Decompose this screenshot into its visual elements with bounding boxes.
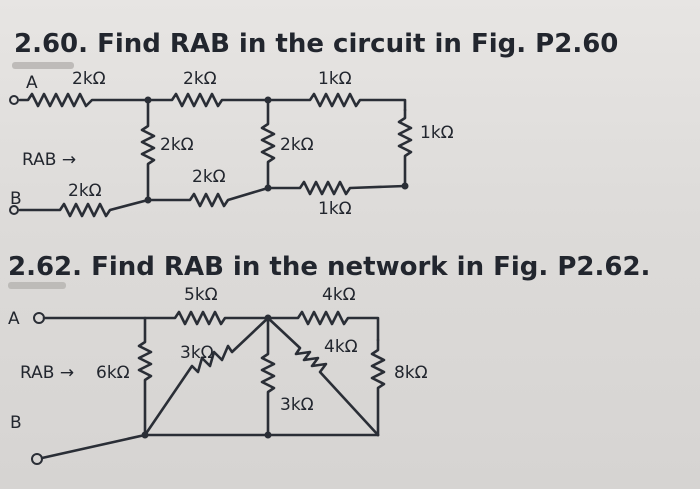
resistor-bot-mid	[146, 186, 270, 208]
label-shunt-1: 2kΩ	[160, 135, 194, 155]
resistor-top-5k	[42, 310, 270, 326]
node-dot	[264, 96, 272, 104]
label-shunt-3: 1kΩ	[420, 123, 454, 143]
node-label-a: A	[8, 309, 20, 329]
label-top-mid: 2kΩ	[183, 69, 217, 89]
terminal-a	[33, 312, 45, 324]
terminal-b	[9, 205, 19, 215]
label-4k-diag: 4kΩ	[324, 337, 358, 357]
resistor-shunt-8k	[370, 338, 386, 437]
resistor-bot-right	[266, 180, 407, 196]
circuit-2-62	[31, 310, 386, 465]
resistor-top-right	[266, 92, 407, 112]
resistor-top-4k	[266, 310, 380, 342]
label-6k: 6kΩ	[96, 363, 130, 383]
resistor-shunt-6k	[137, 316, 153, 437]
label-3k-diag: 3kΩ	[180, 343, 214, 363]
label-bot-right: 1kΩ	[318, 199, 352, 219]
resistor-top-left	[18, 92, 150, 108]
label-5k: 5kΩ	[184, 285, 218, 305]
terminal-b	[31, 453, 43, 465]
label-bot-mid: 2kΩ	[192, 167, 226, 187]
label-4k-top: 4kΩ	[322, 285, 356, 305]
terminal-a	[9, 95, 19, 105]
circuit-2-60	[9, 92, 413, 218]
resistor-diag-3k	[143, 316, 270, 437]
label-top-left: 2kΩ	[72, 69, 106, 89]
label-8k: 8kΩ	[394, 363, 428, 383]
resistor-shunt-1	[140, 98, 156, 202]
label-shunt-2: 2kΩ	[280, 135, 314, 155]
node-dot	[264, 314, 272, 322]
resistor-mid-3k	[260, 316, 276, 437]
problem-2-60-title: 2.60. Find RAB in the circuit in Fig. P2…	[14, 29, 618, 59]
resistor-shunt-3	[397, 108, 413, 188]
node-label-b: B	[10, 413, 22, 433]
wire-to-b	[40, 433, 147, 460]
rab-label: RAB →	[22, 150, 76, 170]
node-label-b: B	[10, 189, 22, 209]
label-top-right: 1kΩ	[318, 69, 352, 89]
node-dot	[141, 431, 149, 439]
node-dot	[264, 431, 272, 439]
label-3k-mid: 3kΩ	[280, 395, 314, 415]
node-dot	[264, 184, 272, 192]
resistor-shunt-2	[260, 98, 276, 190]
node-dot	[144, 96, 152, 104]
highlight-mark-2-60	[12, 62, 74, 69]
node-dot	[401, 182, 409, 190]
node-label-a: A	[26, 73, 38, 93]
problem-2-62-title: 2.62. Find RAB in the network in Fig. P2…	[8, 252, 650, 282]
resistor-bot-left	[18, 198, 150, 218]
rab-label: RAB →	[20, 363, 74, 383]
highlight-mark-2-62	[8, 282, 66, 289]
resistor-top-mid	[146, 92, 270, 108]
label-bot-left: 2kΩ	[68, 181, 102, 201]
node-dot	[144, 196, 152, 204]
resistor-diag-4k	[266, 316, 380, 437]
